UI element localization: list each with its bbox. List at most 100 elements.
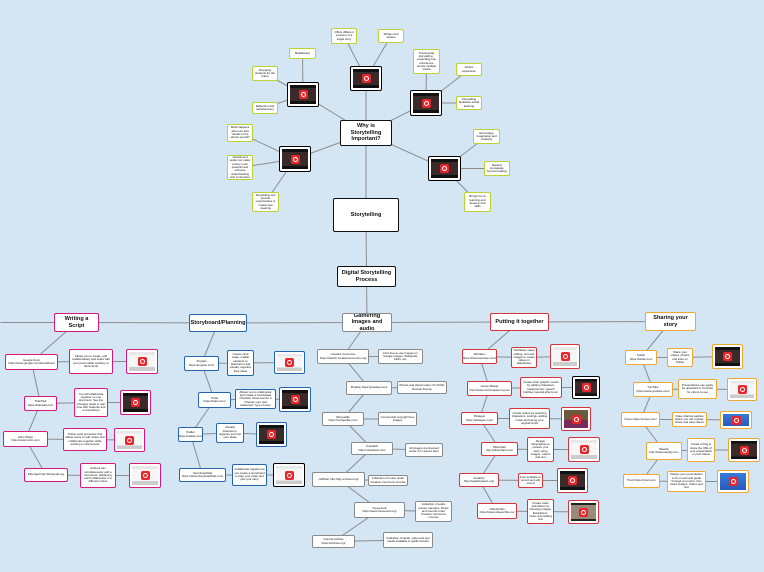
play-icon[interactable] <box>290 395 300 404</box>
note-cc-d[interactable]: Find free-to-use images on Google Images… <box>378 349 423 364</box>
note-wev-d[interactable]: Facilitates video editing, text and imag… <box>511 347 537 368</box>
play-icon[interactable] <box>737 385 747 394</box>
video-thumbnail-wee_t[interactable] <box>728 438 760 462</box>
video-thumbnail-trello_t[interactable] <box>279 387 311 412</box>
note-sbt[interactable]: Storyboardthat https://www.storyboardtha… <box>179 468 226 482</box>
note-popplet[interactable]: Popplet https://popplet.com/ <box>184 356 219 371</box>
play-icon[interactable] <box>267 430 276 439</box>
note-ccm[interactable]: ccMixter http://dig.ccmixter.org/ <box>312 472 365 487</box>
note-ccm-d[interactable]: Collection of music under Creative Commo… <box>368 475 408 486</box>
video-thumbnail-prezi_t[interactable] <box>717 470 749 493</box>
video-thumbnail-aud_t[interactable] <box>557 468 588 493</box>
note-unsplash-d[interactable]: All images are licensed under CC License… <box>405 443 443 457</box>
note-tw-d[interactable]: Share your videos, photos and links on T… <box>667 348 693 367</box>
note-g-what[interactable]: What happens when we add visuals to the … <box>227 124 253 142</box>
note-g-social[interactable]: Storytelling facilitates social learning <box>456 96 482 110</box>
play-icon[interactable] <box>361 74 371 83</box>
play-icon[interactable] <box>137 357 147 366</box>
note-plot-d[interactable]: Create videos by selecting characters, s… <box>509 408 550 429</box>
note-g-meaning[interactable]: Storytelling can provide opportunities t… <box>252 192 279 212</box>
note-comic[interactable]: Comic Master http://www.comicmaster.org.… <box>467 381 512 396</box>
note-pikto[interactable]: Piktochart http://piktochart.com/ <box>481 442 518 456</box>
play-icon[interactable] <box>140 471 150 480</box>
topic-gath[interactable]: Gathering Images and audio <box>342 313 392 332</box>
video-thumbnail-yt_t[interactable] <box>727 378 757 401</box>
video-thumbnail-tw_t[interactable] <box>712 344 743 369</box>
video-thumbnail-sbt_t[interactable] <box>273 463 305 487</box>
note-prezi[interactable]: Prezi https://prezi.com <box>623 474 660 488</box>
note-wee-d[interactable]: Create a blog to share the URL of your p… <box>687 438 715 462</box>
note-g-imag[interactable]: Encourage imagination and creativity <box>473 129 500 144</box>
video-thumbnail-v5[interactable] <box>428 156 461 181</box>
topic-share[interactable]: Sharing your story <box>645 312 696 331</box>
note-sbt-d[interactable]: Collaborate together as you create a sto… <box>232 464 267 486</box>
note-ia-d[interactable]: Collection of audio, video and text medi… <box>383 532 433 548</box>
play-icon[interactable] <box>421 98 431 108</box>
note-g-trans[interactable]: Transmedia storytelling - expanding one … <box>413 49 440 74</box>
note-tw[interactable]: Twitter https://twitter.com <box>625 350 657 365</box>
note-g-offers[interactable]: Offers different versions of a single st… <box>331 28 357 44</box>
note-prezi-d[interactable]: Design your presentation to fit on web a… <box>667 471 706 492</box>
note-gdocs-d[interactable]: Allows you to create, edit collaborative… <box>69 349 113 374</box>
video-thumbnail-v2[interactable] <box>287 82 319 107</box>
play-icon[interactable] <box>440 164 449 173</box>
note-zoho[interactable]: Zoho Writer https://www.zoho.com <box>3 431 48 447</box>
video-thumbnail-v4[interactable] <box>279 146 311 172</box>
video-thumbnail-popplet_t[interactable] <box>274 351 305 374</box>
topic-write[interactable]: Writing a Script <box>54 313 99 332</box>
note-free-d[interactable]: Collection of audio pieces, samples, thi… <box>415 501 452 522</box>
note-pix-d[interactable]: Photos and clipart under CC Public Domai… <box>397 381 447 394</box>
topic-why[interactable]: Why is Storytelling Important? <box>340 120 392 146</box>
note-comic-d[interactable]: Create short graphic novels by adding ch… <box>520 377 562 398</box>
play-icon[interactable] <box>739 445 749 455</box>
play-icon[interactable] <box>560 352 570 361</box>
note-g-multi[interactable]: Multiliteracy <box>289 48 316 59</box>
note-aud-d[interactable]: Free software to record and edit sound <box>518 473 543 488</box>
play-icon[interactable] <box>290 154 300 164</box>
note-vs[interactable]: VideoScribe https://www.videoscribe.co/ <box>477 503 517 519</box>
note-free[interactable]: Freesound https://www.freesound.org/ <box>354 502 405 518</box>
note-wee[interactable]: Weebly http://www.weebly.com <box>646 442 682 460</box>
note-popplet-d[interactable]: Create mind maps, enable students to bra… <box>227 350 254 376</box>
play-icon[interactable] <box>568 476 577 485</box>
note-vim[interactable]: Vimeo https://vimeo.com/ <box>621 412 660 427</box>
play-icon[interactable] <box>723 352 732 361</box>
play-icon[interactable] <box>579 445 589 454</box>
video-thumbnail-titan_t[interactable] <box>120 390 151 415</box>
video-thumbnail-v1[interactable] <box>350 66 382 91</box>
note-gdocs[interactable]: Google Docs https://www.google.com/docs/… <box>5 354 58 370</box>
video-thumbnail-gdocs_t[interactable] <box>126 349 158 374</box>
note-cc[interactable]: Creative Commons https://search.creative… <box>317 349 369 364</box>
note-morgue-d[interactable]: Commercial copyright free images <box>378 412 417 426</box>
note-g-reflect[interactable]: Reflection and self-discovery <box>252 102 278 114</box>
video-thumbnail-plot_t[interactable] <box>561 407 591 431</box>
play-icon[interactable] <box>125 435 134 445</box>
note-ia[interactable]: Internet Archive https://archive.org/ <box>312 535 355 548</box>
video-thumbnail-padlet_t[interactable] <box>256 422 287 447</box>
note-morgue[interactable]: Morguefile https://morguefile.com/ <box>322 412 364 426</box>
note-pix[interactable]: Pixabay https://pixabay.com/ <box>346 381 392 395</box>
play-icon[interactable] <box>731 415 741 425</box>
note-yt[interactable]: YouTube https://www.youtube.com/ <box>633 382 673 397</box>
video-thumbnail-v3[interactable] <box>410 90 442 116</box>
note-trello-d[interactable]: Allows you to collaborate and create a c… <box>235 389 276 409</box>
play-icon[interactable] <box>298 90 308 99</box>
video-thumbnail-ether_t[interactable] <box>129 463 161 488</box>
note-vim-d[interactable]: Video sharing website where you can uplo… <box>672 412 707 427</box>
note-g-expand[interactable]: Expand knowledge beyond reading <box>484 161 510 176</box>
video-thumbnail-zoho_t[interactable] <box>114 428 145 452</box>
video-thumbnail-comic_t[interactable] <box>572 376 600 399</box>
play-icon[interactable] <box>284 470 294 480</box>
note-plot[interactable]: Plotagon https://plotagon.com/ <box>461 412 498 425</box>
note-aud[interactable]: Audacity http://audacityteam.org/ <box>459 473 499 487</box>
video-thumbnail-pikto_t[interactable] <box>568 437 600 462</box>
topic-story[interactable]: Storytelling <box>333 198 399 232</box>
play-icon[interactable] <box>131 398 140 407</box>
video-thumbnail-vim_t[interactable] <box>720 411 752 429</box>
note-unsplash[interactable]: Unsplash https://unsplash.com/ <box>351 442 393 455</box>
topic-dsp[interactable]: Digital Storytelling Process <box>337 266 396 287</box>
note-g-written[interactable]: Written and spoken <box>378 29 404 43</box>
note-wev[interactable]: WeVideo https://www.wevideo.com/ <box>462 349 497 364</box>
note-titan-d[interactable]: You will collaborate together on one doc… <box>74 388 108 417</box>
note-ether[interactable]: Etherpad http://etherpad.org <box>24 468 68 482</box>
